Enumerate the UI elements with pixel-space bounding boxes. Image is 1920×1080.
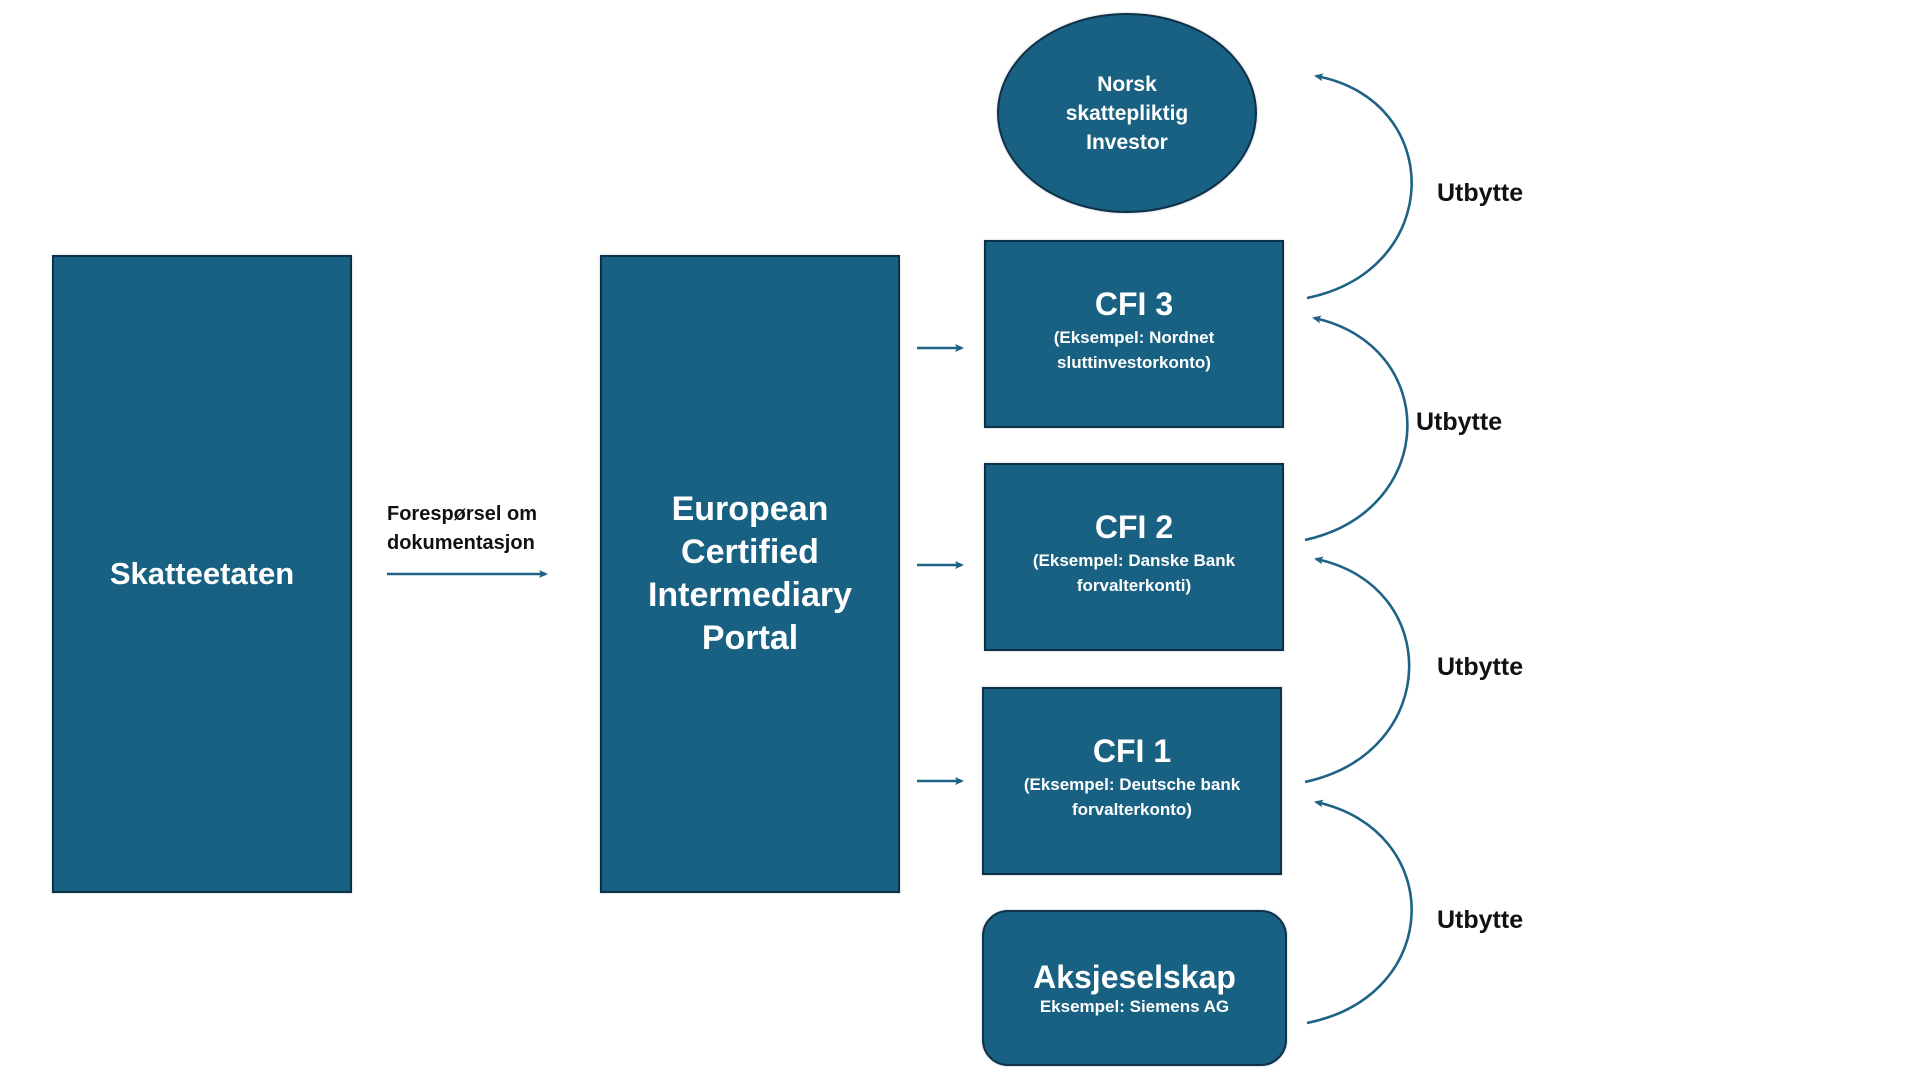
- dividend-label: Utbytte: [1437, 653, 1524, 681]
- skatteetaten-node: Skatteetaten: [52, 255, 352, 893]
- skatteetaten-label: Skatteetaten: [109, 556, 295, 591]
- cfi2-node: CFI 2 (Eksempel: Danske Bank forvalterko…: [984, 463, 1284, 651]
- request-label-line: dokumentasjon: [387, 532, 535, 554]
- request-label: Forespørsel om dokumentasjon: [387, 500, 537, 558]
- cfi2-example-line: (Eksempel: Danske Bank: [1032, 551, 1236, 570]
- cfi1-title: CFI 1: [1092, 733, 1172, 769]
- request-label-line: Forespørsel om: [387, 503, 538, 525]
- portal-label-line: Portal: [701, 619, 799, 657]
- cfi1-example-line: forvalterkonto): [1072, 800, 1192, 819]
- cfi3-title: CFI 3: [1094, 286, 1174, 322]
- portal-label-line: European: [671, 490, 829, 528]
- investor-node: Norsk skattepliktig Investor: [997, 13, 1257, 213]
- dividend-arc-company-to-cfi1: [1306, 799, 1413, 1025]
- cfi3-example-line: (Eksempel: Nordnet: [1053, 328, 1215, 347]
- cfi3-node: CFI 3 (Eksempel: Nordnet sluttinvestorko…: [984, 240, 1284, 428]
- cfi1-example-line: (Eksempel: Deutsche bank: [1023, 775, 1241, 794]
- portal-node: European Certified Intermediary Portal: [600, 255, 900, 893]
- investor-label-line: skattepliktig: [1065, 101, 1189, 125]
- cfi2-example-line: forvalterkonti): [1076, 576, 1192, 595]
- investor-label-line: Norsk: [1097, 72, 1157, 96]
- company-node: Aksjeselskap Eksempel: Siemens AG: [982, 910, 1287, 1066]
- cfi2-title: CFI 2: [1094, 509, 1174, 545]
- dividend-arc-cfi2-to-cfi3: [1304, 315, 1409, 542]
- cfi1-node: CFI 1 (Eksempel: Deutsche bank forvalter…: [982, 687, 1282, 875]
- dividend-label: Utbytte: [1437, 906, 1524, 934]
- dividend-arc-cfi3-to-investor: [1306, 73, 1413, 300]
- portal-label-line: Intermediary: [647, 576, 853, 614]
- dividend-arc-cfi1-to-cfi2: [1304, 556, 1411, 784]
- portal-label-line: Certified: [681, 533, 819, 571]
- dividend-label: Utbytte: [1437, 179, 1524, 207]
- investor-label-line: Investor: [1086, 130, 1168, 154]
- dividend-label: Utbytte: [1416, 408, 1503, 436]
- company-title: Aksjeselskap: [1033, 959, 1236, 995]
- cfi3-example-line: sluttinvestorkonto): [1057, 353, 1211, 372]
- company-example: Eksempel: Siemens AG: [1039, 997, 1230, 1016]
